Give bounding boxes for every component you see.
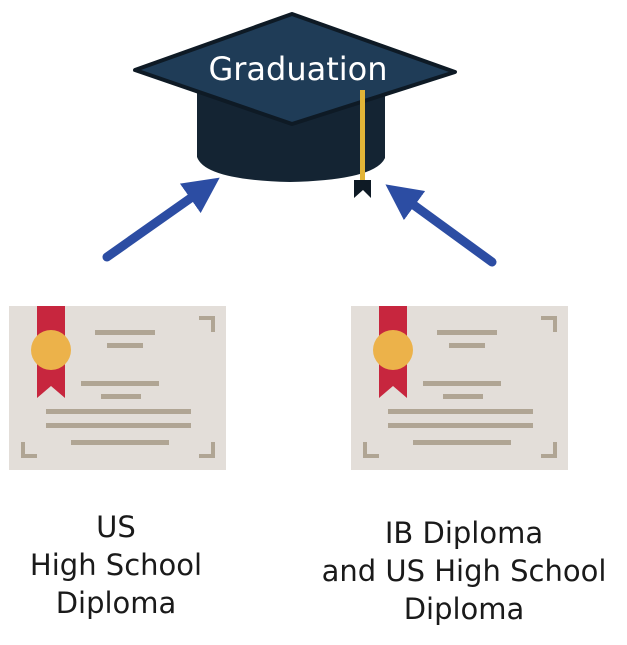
seal: [373, 330, 413, 370]
label-line: Diploma: [403, 592, 525, 626]
arrow-left-icon: [102, 177, 220, 262]
certificate-icon: [9, 306, 226, 470]
label-line: Diploma: [55, 586, 177, 620]
graduation-cap-icon: Graduation: [133, 12, 457, 198]
arrow-right-icon: [385, 184, 497, 267]
tassel-end: [354, 180, 371, 198]
label-line: High School: [29, 548, 203, 582]
cap-board: [133, 12, 457, 126]
tassel-cord: [360, 90, 365, 182]
label-line: IB Diploma: [384, 516, 544, 550]
label-line: US: [96, 510, 136, 544]
diploma-label-ib: IB Diploma and US High School Diploma: [306, 514, 622, 628]
diploma-label-us: US High School Diploma: [0, 508, 232, 622]
cap-title: Graduation: [208, 50, 387, 88]
certificate-icon: [351, 306, 568, 470]
seal: [31, 330, 71, 370]
label-line: and US High School: [321, 554, 607, 588]
